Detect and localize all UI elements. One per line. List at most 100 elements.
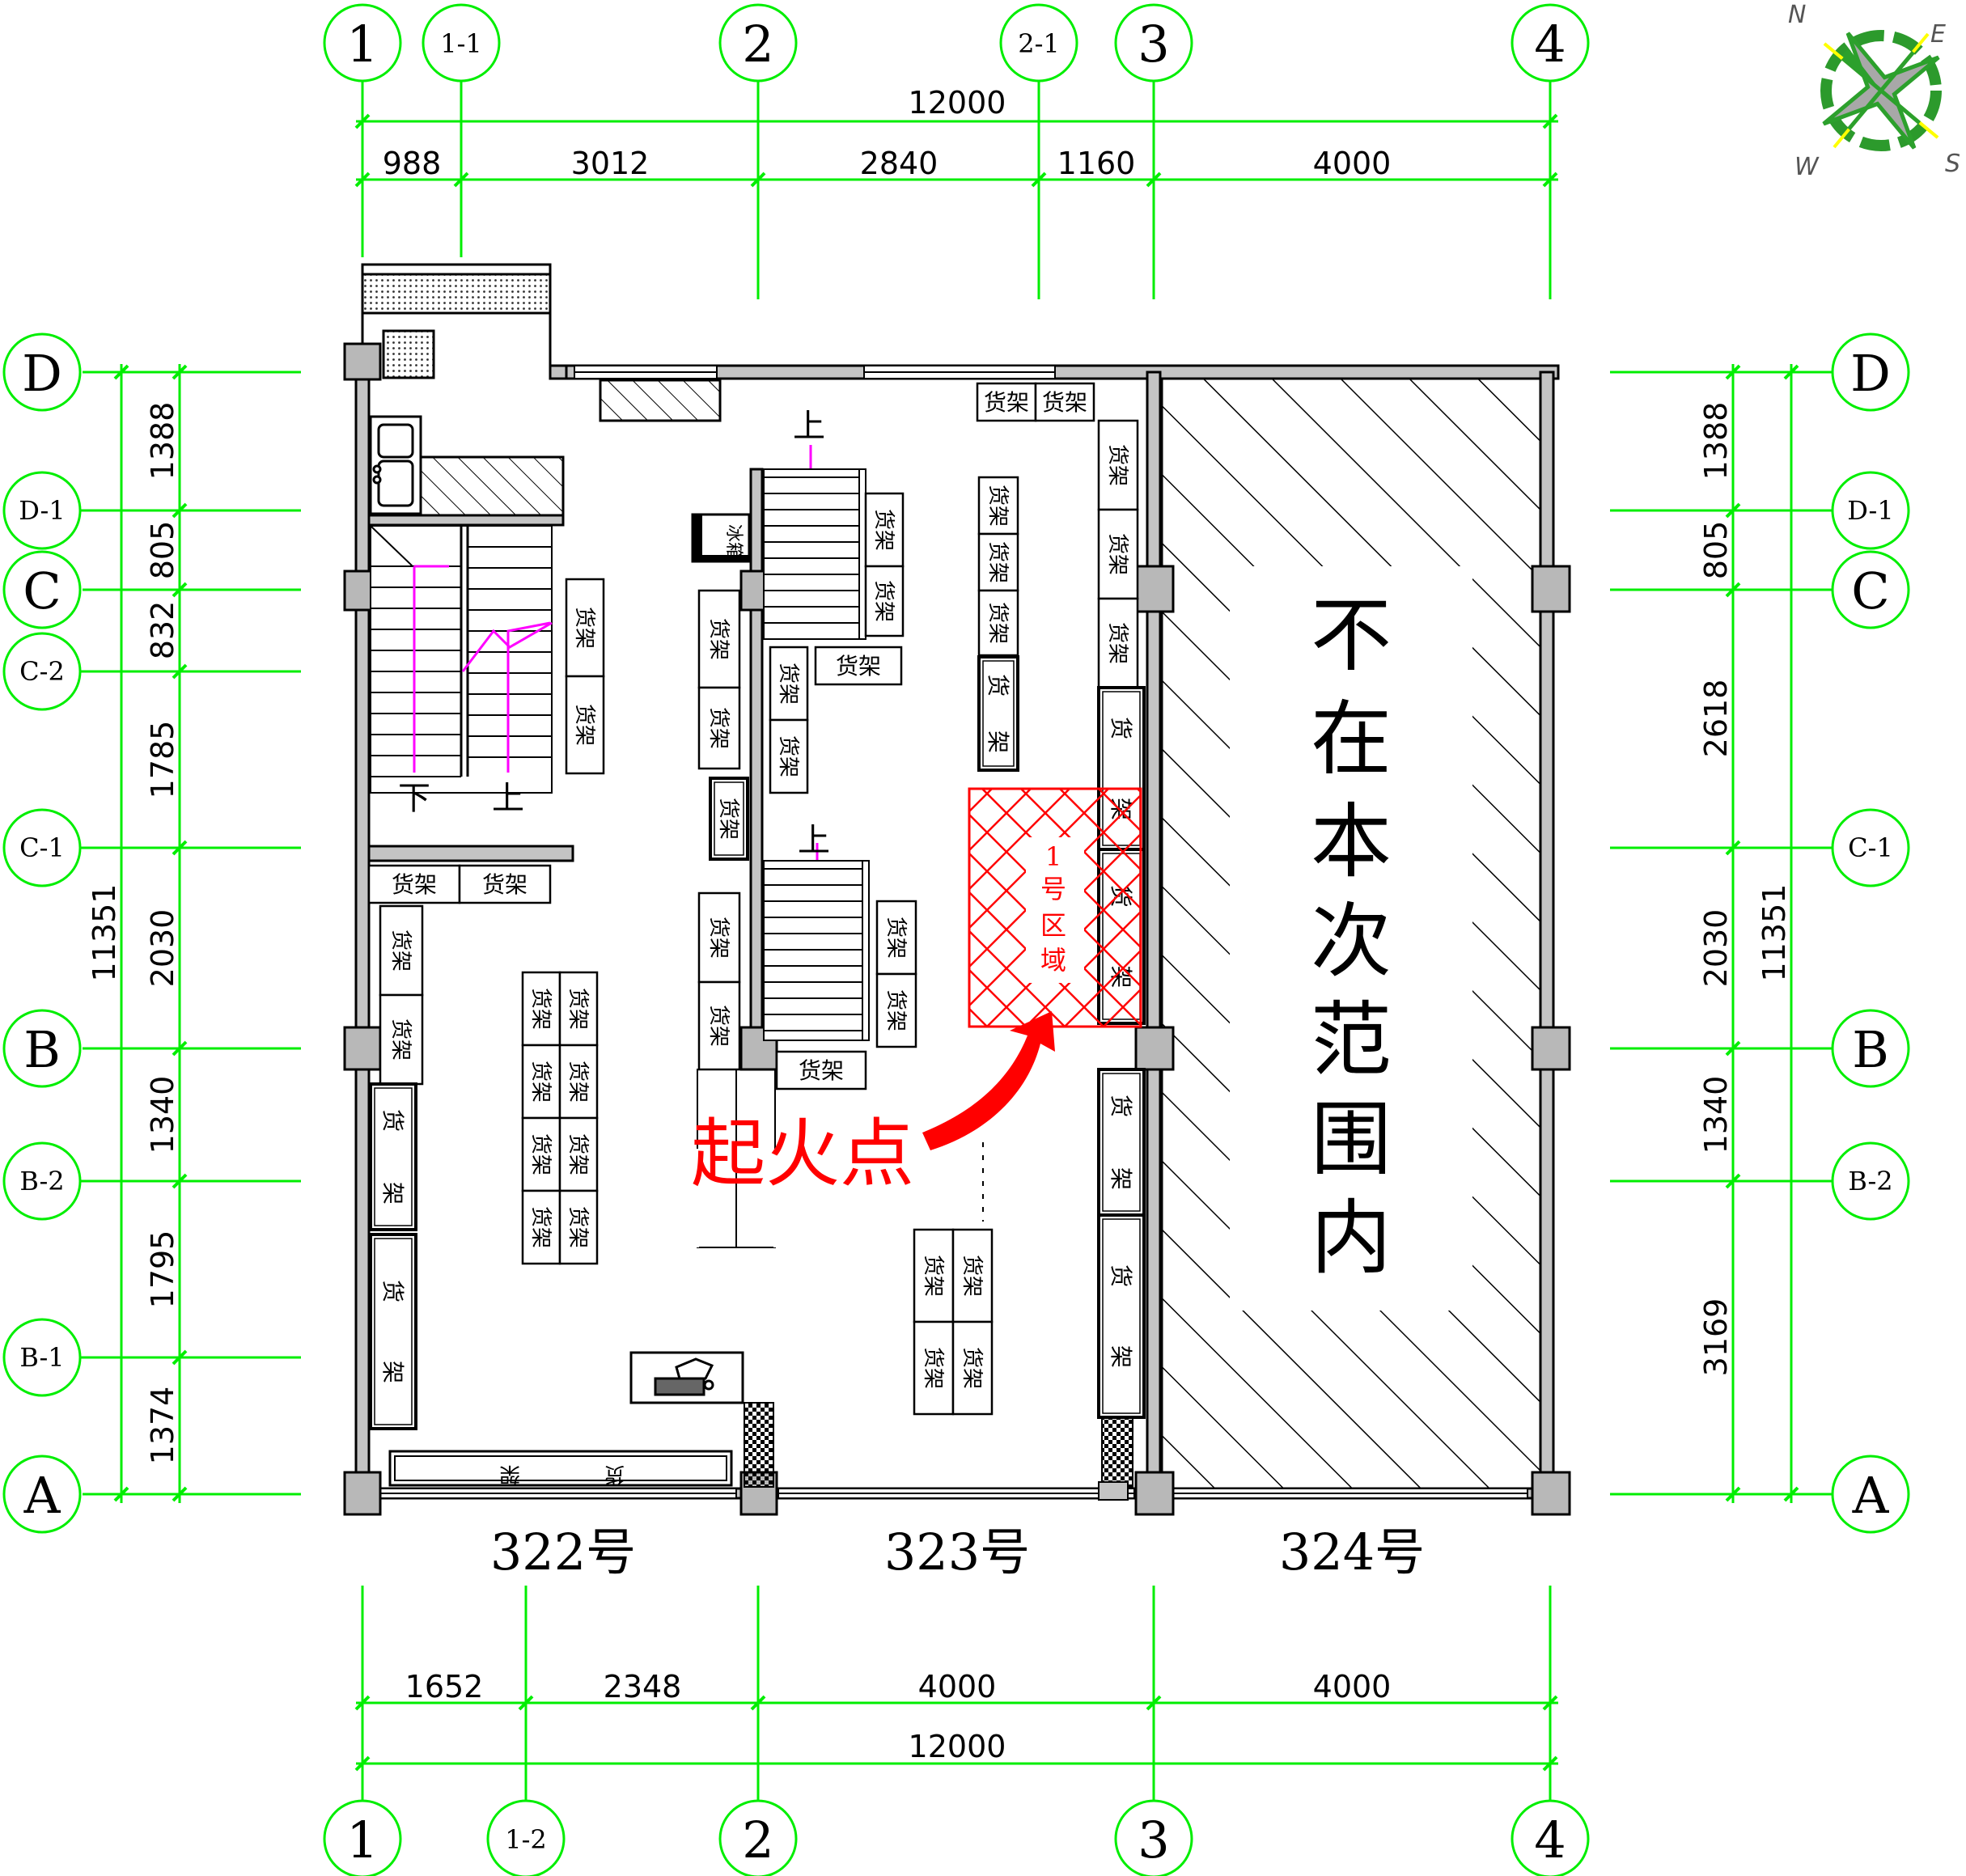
axis-label-left-B: B xyxy=(23,1020,61,1079)
cashier-desk xyxy=(629,1351,744,1404)
shelf-outline xyxy=(521,1116,561,1192)
shelf-label: 货架 xyxy=(836,653,881,680)
shelf-outline xyxy=(769,718,809,794)
dim-right-seg-2: 805 xyxy=(1698,521,1734,580)
unit-323: 323号 xyxy=(884,1522,1030,1582)
top-hatched-block xyxy=(599,379,722,422)
shelf: 货架 xyxy=(775,1050,867,1090)
shelf-label: 货架 xyxy=(706,1005,731,1047)
shelf-outline xyxy=(814,646,903,686)
shelf-label-char: 架 xyxy=(985,730,1011,753)
dim-left-seg-6: 1340 xyxy=(145,1076,180,1154)
axis-label-right-C-1: C-1 xyxy=(1848,832,1893,863)
shelf-outline xyxy=(1097,686,1146,851)
sink xyxy=(369,415,422,515)
stair-labels: 下 上 上 上 xyxy=(398,408,830,859)
dim-left-seg-8: 1374 xyxy=(145,1387,180,1465)
axis-label-top-2-1: 2-1 xyxy=(1018,28,1060,59)
bottom-shelf-char-2: 货 xyxy=(604,1462,625,1486)
shelf-label: 货架 xyxy=(706,618,731,660)
shelf-inner-outline xyxy=(714,781,744,856)
shelf-inner-outline xyxy=(374,1238,413,1425)
shelves: 货架货架货架货架货架货架货架货架货架货架货架货架货架货架货架货架货架货架货架货架… xyxy=(367,382,1146,1430)
excluded-area-label: 不 在 本 次 范 围 内 xyxy=(1311,588,1392,1285)
shelf-label: 货架 xyxy=(528,1133,553,1175)
door-mat-right xyxy=(1101,1417,1133,1488)
zone-hatch-line xyxy=(985,871,1141,1027)
compass-W: W xyxy=(1794,153,1820,181)
shelf-outline xyxy=(1097,1213,1146,1419)
unit-324: 324号 xyxy=(1279,1522,1425,1582)
dim-left-seg-1: 1388 xyxy=(145,402,180,481)
axis-label-top-1-1: 1-1 xyxy=(440,28,482,59)
shelf-outline xyxy=(977,532,1019,592)
axis-label-left-D-1: D-1 xyxy=(19,495,65,526)
axis-label-right-D-1: D-1 xyxy=(1847,495,1893,526)
shelf-outline xyxy=(709,777,749,861)
shelf-label: 货架 xyxy=(566,1133,590,1175)
compass-S: S xyxy=(1945,150,1960,178)
shelf-label-char: 货 xyxy=(379,1280,406,1302)
zone-char-1: 1 xyxy=(1045,841,1061,872)
shelf: 货架 xyxy=(1097,1213,1146,1419)
shelf-label: 货架 xyxy=(985,541,1010,583)
excluded-char-6: 围 xyxy=(1311,1092,1392,1187)
shelf-outline xyxy=(1097,597,1139,689)
shelf-label: 货架 xyxy=(883,989,908,1031)
shelf: 货架 xyxy=(558,1044,599,1120)
unit-labels: 322号 323号 324号 xyxy=(490,1522,1425,1582)
shelf-outline xyxy=(379,993,424,1086)
axis-label-bottom-3: 3 xyxy=(1138,1810,1169,1870)
stair-323-upper-treads xyxy=(764,476,859,640)
compass-E: E xyxy=(1930,20,1946,49)
shelf-outline xyxy=(379,904,424,997)
shelf-outline xyxy=(864,565,905,637)
shelf-label: 货架 xyxy=(960,1347,984,1389)
shelf-label-char: 架 xyxy=(379,1361,406,1383)
shelf-label: 货架 xyxy=(566,988,590,1030)
zone-hatch-line xyxy=(969,968,1027,1027)
dim-top-seg-1: 988 xyxy=(383,146,442,181)
shelf: 货架 xyxy=(875,972,917,1048)
shelf-label: 货架 xyxy=(921,1255,945,1297)
shelf-inner-outline xyxy=(1102,1218,1141,1414)
shelf-label: 货架 xyxy=(566,1206,590,1248)
shelf-label: 货架 xyxy=(572,607,596,649)
shelf: 货架 xyxy=(379,904,424,997)
stair-up-label-323-lower: 上 xyxy=(798,822,830,859)
fridge: 冰箱 xyxy=(691,513,751,563)
shelf: 货架 xyxy=(1034,382,1095,422)
shelf-outline xyxy=(1034,382,1095,422)
zone-char-4: 域 xyxy=(1040,945,1066,976)
dim-left-seg-3: 832 xyxy=(145,601,180,660)
shelf: 货架 xyxy=(1097,597,1139,689)
shelf-label: 货架 xyxy=(528,988,553,1030)
shelf-inner-outline xyxy=(982,660,1015,767)
shelf-label: 货架 xyxy=(1105,533,1129,575)
shelf-label-char: 架 xyxy=(379,1182,406,1205)
shelf: 货架 xyxy=(864,565,905,637)
dim-right-seg-6: 3169 xyxy=(1698,1298,1734,1377)
shelf: 货架 xyxy=(521,971,561,1047)
door-mat-left xyxy=(744,1402,774,1488)
shelf-label: 货架 xyxy=(871,580,896,622)
shelf-outline xyxy=(913,1228,955,1323)
axis-label-top-1: 1 xyxy=(346,15,378,74)
shelf: 货架 xyxy=(913,1320,955,1416)
axis-labels: 1 1-1 2 2-1 3 4 1 1-2 2 3 4 D D-1 C C-2 … xyxy=(19,15,1893,1870)
zone-hatch-line xyxy=(969,930,1066,1027)
shelf: 货架 xyxy=(814,646,903,686)
shelf: 货架 xyxy=(951,1228,994,1323)
shelf-label-char: 架 xyxy=(1108,1167,1134,1190)
shelf: 货架 xyxy=(769,718,809,794)
shelf: 货架 xyxy=(697,891,741,984)
shelf-label: 货架 xyxy=(388,1018,413,1061)
axis-label-right-B: B xyxy=(1852,1020,1889,1079)
shelf-label: 货架 xyxy=(706,917,731,959)
shelf-label-char: 货 xyxy=(379,1109,406,1132)
shelf: 货架 xyxy=(558,1189,599,1265)
dim-top-seg-3: 2840 xyxy=(860,146,939,181)
shelf-label-char: 架 xyxy=(1108,1345,1134,1368)
shelf-label: 货架 xyxy=(528,1206,553,1248)
shelf: 货架 xyxy=(709,777,749,861)
